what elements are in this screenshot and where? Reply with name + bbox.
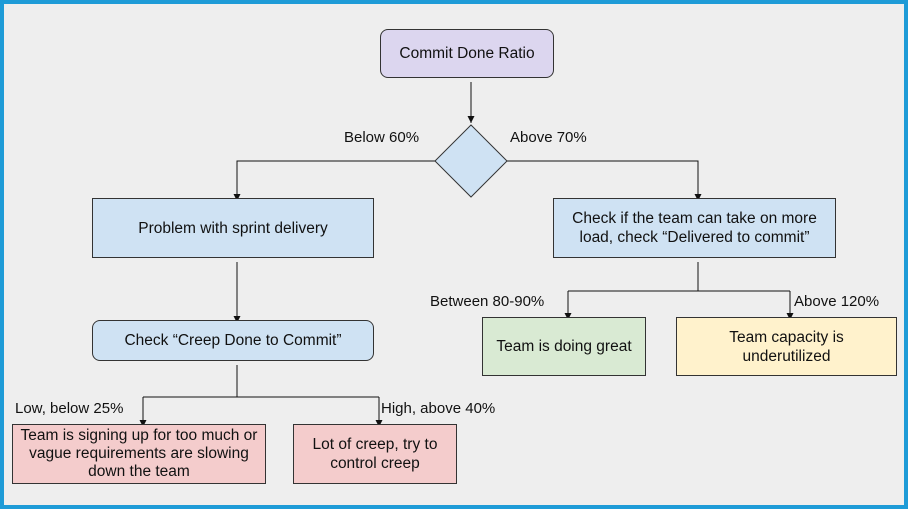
edge-label-between-80-90: Between 80-90% xyxy=(430,293,545,310)
connector-diamond-to-check-load xyxy=(507,160,702,201)
edge-label-high-above-40: High, above 40% xyxy=(381,400,496,417)
edge-label-above-120: Above 120% xyxy=(794,293,880,310)
node-commit-done-ratio: Commit Done Ratio xyxy=(380,29,554,78)
node-doing-great: Team is doing great xyxy=(482,317,646,376)
node-signing-up: Team is signing up for too much or vague… xyxy=(12,424,266,484)
edge-label-below-60: Below 60% xyxy=(344,129,420,146)
edge-label-above-70: Above 70% xyxy=(510,129,587,146)
decision-diamond xyxy=(434,124,508,198)
node-underutilized: Team capacity is underutilized xyxy=(676,317,897,376)
connector-layer xyxy=(139,82,794,427)
node-check-creep: Check “Creep Done to Commit” xyxy=(92,320,374,361)
connector-check-load-split xyxy=(568,262,790,292)
node-lot-of-creep: Lot of creep, try to control creep xyxy=(293,424,457,484)
edge-label-low-below-25: Low, below 25% xyxy=(15,400,124,417)
connector-diamond-to-sprint-problem xyxy=(233,160,435,201)
node-sprint-problem: Problem with sprint delivery xyxy=(92,198,374,258)
connector-check-creep-split xyxy=(143,365,379,398)
node-check-load: Check if the team can take on more load,… xyxy=(553,198,836,258)
